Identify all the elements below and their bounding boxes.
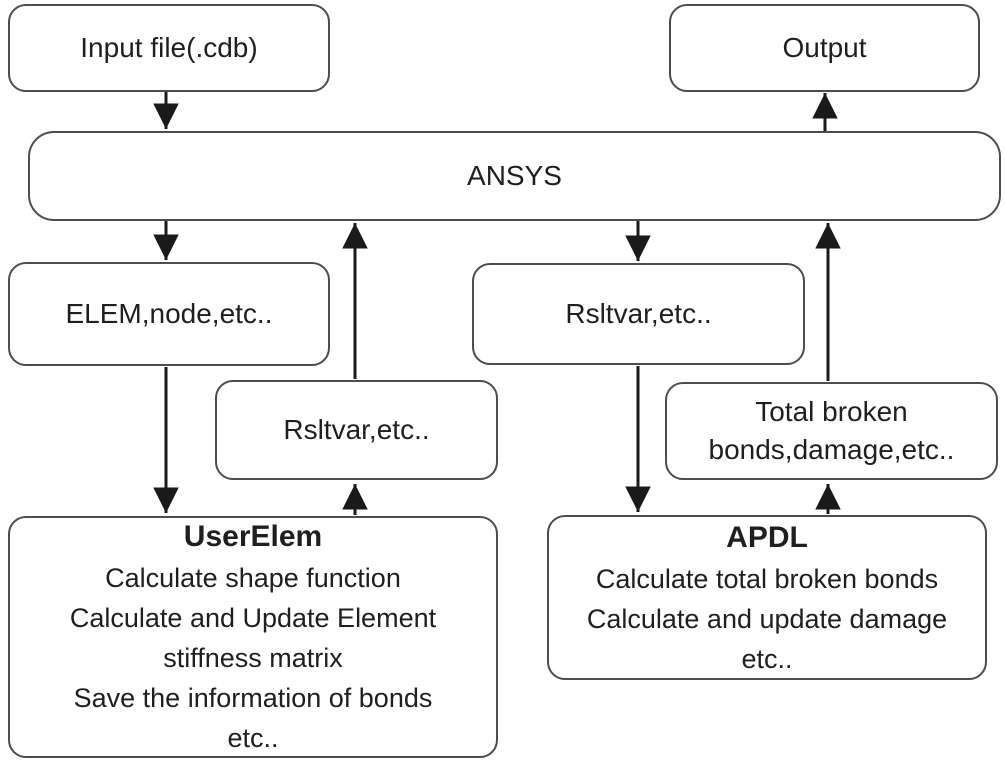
node-total-broken-line2: bonds,damage,etc.. <box>708 434 955 465</box>
node-apdl-line: Calculate total broken bonds <box>595 563 939 594</box>
node-userelem-line: Calculate and Update Element <box>69 603 437 633</box>
node-rsltvar-left: Rsltvar,etc.. <box>215 380 498 480</box>
node-elem-node: ELEM,node,etc.. <box>8 262 330 366</box>
node-apdl-line: Calculate and update damage <box>586 603 948 634</box>
node-rsltvar-left-label: Rsltvar,etc.. <box>283 413 430 445</box>
node-ansys: ANSYS <box>28 131 1001 221</box>
node-userelem-title: UserElem <box>183 520 323 553</box>
node-userelem-line: Save the information of bonds <box>73 683 433 713</box>
node-input-file: Input file(.cdb) <box>8 4 330 92</box>
node-apdl-line: etc.. <box>741 643 793 674</box>
node-userelem: UserElem Calculate shape function Calcul… <box>8 516 498 758</box>
node-output-label: Output <box>782 31 867 63</box>
node-apdl: APDL Calculate total broken bonds Calcul… <box>547 515 987 680</box>
node-rsltvar-right: Rsltvar,etc.. <box>472 263 805 365</box>
node-ansys-label: ANSYS <box>467 159 562 191</box>
node-input-file-label: Input file(.cdb) <box>80 31 258 63</box>
node-total-broken-line1: Total broken <box>755 396 908 428</box>
node-userelem-line: stiffness matrix <box>163 643 343 673</box>
node-userelem-line: Calculate shape function <box>105 563 401 593</box>
node-rsltvar-right-label: Rsltvar,etc.. <box>565 297 712 329</box>
node-elem-node-label: ELEM,node,etc.. <box>65 297 273 329</box>
node-total-broken-bonds: Total broken bonds,damage,etc.. <box>665 382 998 480</box>
node-userelem-line: etc.. <box>227 723 279 753</box>
node-output: Output <box>669 4 980 92</box>
node-apdl-title: APDL <box>726 520 808 554</box>
